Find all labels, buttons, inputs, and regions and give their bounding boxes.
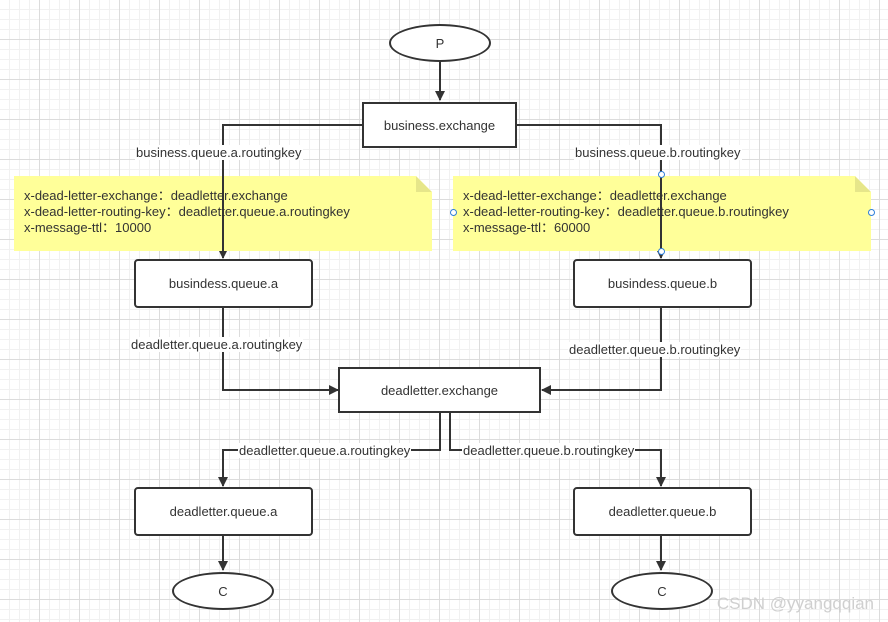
note-b-message-ttl: x-message-ttl：60000 (463, 220, 591, 235)
note-b-dead-letter-routing-key: x-dead-letter-routing-key：deadletter.que… (463, 204, 789, 219)
producer-label: P (435, 35, 445, 51)
selection-handle-left[interactable] (450, 209, 457, 216)
note-queue-a-args[interactable]: x-dead-letter-exchange：deadletter.exchan… (14, 176, 432, 251)
selection-handle-bottom[interactable] (658, 248, 665, 255)
queue-a-node[interactable]: busindess.queue.a (134, 259, 313, 308)
consumer-b-node[interactable]: C (611, 572, 713, 610)
deadletter-exchange-node[interactable]: deadletter.exchange (338, 367, 541, 413)
producer-node[interactable]: P (389, 24, 491, 62)
consumer-a-label: C (218, 583, 228, 599)
note-a-dead-letter-routing-key: x-dead-letter-routing-key：deadletter.que… (24, 204, 350, 219)
note-a-dead-letter-exchange: x-dead-letter-exchange：deadletter.exchan… (24, 188, 288, 203)
edge-label-queue-b-to-dlx: deadletter.queue.b.routingkey (568, 342, 742, 357)
edge-label-dlx-to-dl-queue-b: deadletter.queue.b.routingkey (462, 443, 636, 458)
business-exchange-label: business.exchange (383, 117, 496, 133)
dl-queue-b-label: deadletter.queue.b (608, 504, 717, 519)
note-b-dead-letter-exchange: x-dead-letter-exchange：deadletter.exchan… (463, 188, 727, 203)
selection-handle-right[interactable] (868, 209, 875, 216)
dl-queue-a-node[interactable]: deadletter.queue.a (134, 487, 313, 536)
consumer-a-node[interactable]: C (172, 572, 274, 610)
dl-queue-a-label: deadletter.queue.a (169, 504, 278, 519)
deadletter-exchange-label: deadletter.exchange (380, 382, 499, 398)
queue-b-label: busindess.queue.b (607, 276, 718, 291)
business-exchange-node[interactable]: business.exchange (362, 102, 517, 148)
consumer-b-label: C (657, 583, 667, 599)
selection-handle-top[interactable] (658, 171, 665, 178)
edge-label-queue-a-to-dlx: deadletter.queue.a.routingkey (130, 337, 304, 352)
edge-label-business-a: business.queue.a.routingkey (135, 145, 303, 160)
edge-label-business-b: business.queue.b.routingkey (574, 145, 742, 160)
edge-queue-b-to-dlx (541, 308, 662, 395)
note-queue-b-args[interactable]: x-dead-letter-exchange：deadletter.exchan… (453, 176, 871, 251)
watermark: CSDN @yyangqqian (716, 594, 874, 613)
queue-b-node[interactable]: busindess.queue.b (573, 259, 752, 308)
dl-queue-b-node[interactable]: deadletter.queue.b (573, 487, 752, 536)
queue-a-label: busindess.queue.a (168, 276, 279, 291)
note-a-message-ttl: x-message-ttl：10000 (24, 220, 152, 235)
edge-queue-a-to-dlx (222, 308, 339, 395)
edge-label-dlx-to-dl-queue-a: deadletter.queue.a.routingkey (238, 443, 412, 458)
